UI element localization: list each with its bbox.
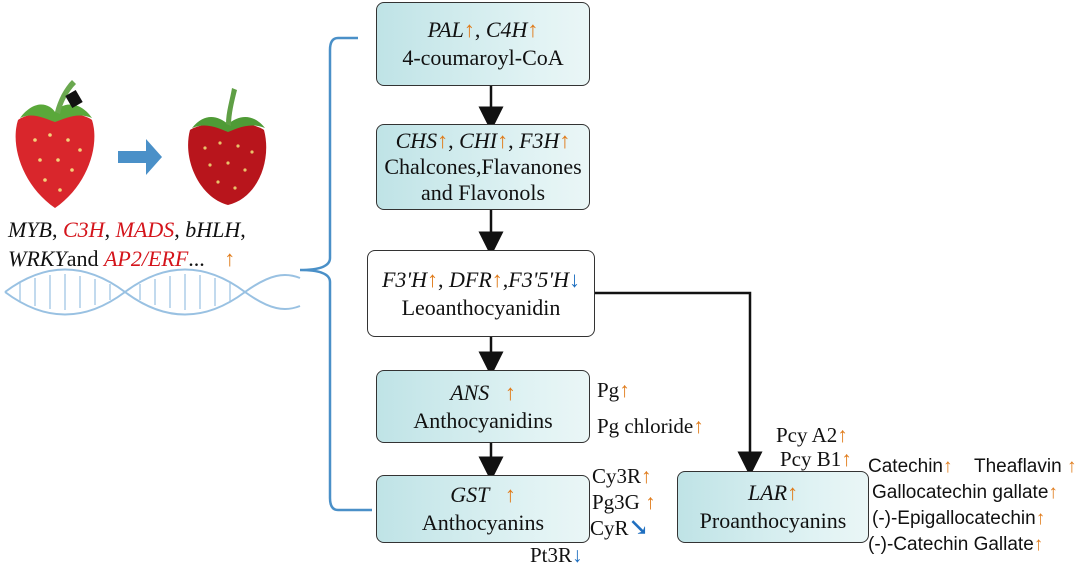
metabolite-theaflavin: Theaflavin ↑ (974, 456, 1077, 477)
box-lar-gene: LAR (747, 480, 788, 505)
box-chs-genes: CHS↑, CHI↑, F3H↑ (395, 128, 571, 153)
up-arrow-icon: ↑ (943, 456, 953, 477)
metabolite-catechin-gallate: (-)-Catechin Gallate↑ (868, 534, 1044, 555)
up-arrow-icon: ↑ (693, 414, 704, 438)
metabolite-pg: Pg↑ (597, 378, 630, 402)
box-f3h-product: Leoanthocyanidin (401, 294, 561, 320)
up-arrow-icon: ↑ (841, 447, 852, 471)
up-arrow-icon: ↑ (1066, 456, 1077, 477)
dna-helix-icon (4, 268, 301, 316)
up-arrow-icon: ↑ (1048, 482, 1058, 503)
down-right-arrow-icon: ↘ (628, 515, 649, 541)
tf-line-1: MYB, C3H, MADS, bHLH, (8, 217, 246, 242)
up-arrow-icon: ↑ (837, 423, 848, 447)
box-gst: GST ↑ Anthocyanins (376, 475, 590, 543)
gene-wrky: WRKY (8, 246, 67, 271)
metabolite-catechin: Catechin↑ (868, 456, 953, 477)
metabolite-gallocatechin-gallate: Gallocatechin gallate↑ (872, 482, 1058, 503)
down-arrow-icon: ↓ (569, 266, 581, 292)
box-f3h-genes: F3'H↑, DFR↑,F3'5'H↓ (381, 266, 581, 292)
metabolite-pcy-a2: Pcy A2↑ (776, 423, 848, 447)
box-gst-gene: GST (450, 482, 490, 507)
box-pal-product: 4-coumaroyl-CoA (402, 45, 564, 70)
tf-up-arrow-icon: ↑ (224, 246, 236, 271)
gene-c3h: C3H (63, 217, 105, 242)
up-arrow-icon: ↑ (437, 128, 449, 153)
gene-bhlh: bHLH (185, 217, 241, 242)
ripening-arrow (118, 139, 162, 175)
up-arrow-icon: ↑ (645, 490, 656, 514)
strawberry-before-icon (15, 80, 95, 208)
up-arrow-icon: ↑ (463, 17, 475, 42)
box-chs-chi-f3h: CHS↑, CHI↑, F3H↑ Chalcones,Flavanones an… (376, 124, 590, 210)
up-arrow-icon: ↑ (787, 480, 799, 505)
up-arrow-icon: ↑ (559, 128, 571, 153)
gene-ap2-erf: AP2/ERF (103, 246, 189, 271)
tf-line-2: WRKYand AP2/ERF... ↑ (8, 246, 236, 271)
up-arrow-icon: ↑ (504, 482, 516, 507)
metabolite-cyr: CyR↘ (590, 515, 649, 541)
box-lar-product: Proanthocyanins (699, 508, 847, 533)
metabolite-pg3g: Pg3G ↑ (592, 490, 656, 514)
gene-myb: MYB (8, 217, 52, 242)
up-arrow-icon: ↑ (527, 17, 539, 42)
strawberry-after-icon (188, 88, 267, 205)
up-arrow-icon: ↑ (1035, 508, 1046, 529)
box-ans: ANS ↑ Anthocyanidins (376, 370, 590, 443)
up-arrow-icon: ↑ (641, 464, 652, 488)
metabolite-pg-chloride: Pg chloride↑ (597, 414, 704, 438)
box-f3h-dfr: F3'H↑, DFR↑,F3'5'H↓ Leoanthocyanidin (367, 250, 595, 337)
box-gst-product: Anthocyanins (421, 510, 545, 535)
box-pal-genes: PAL↑, C4H↑ (427, 17, 539, 42)
up-arrow-icon: ↑ (491, 266, 503, 292)
up-arrow-icon: ↑ (619, 378, 630, 402)
box-ans-gene: ANS (450, 379, 490, 405)
metabolite-epigallocatechin: (-)-Epigallocatechin↑ (872, 508, 1046, 529)
box-chs-product-1: Chalcones,Flavanones (384, 154, 582, 179)
up-arrow-icon: ↑ (497, 128, 509, 153)
up-arrow-icon: ↑ (504, 379, 516, 405)
up-arrow-icon: ↑ (1033, 534, 1044, 555)
gene-mads: MADS (115, 217, 175, 242)
metabolite-pt3r: Pt3R↓ (530, 543, 583, 567)
box-pal-c4h: PAL↑, C4H↑ 4-coumaroyl-CoA (376, 2, 590, 86)
box-chs-product-2: and Flavonols (420, 180, 546, 205)
box-ans-product: Anthocyanidins (413, 407, 553, 433)
metabolite-pcy-b1: Pcy B1↑ (780, 447, 852, 471)
pathway-bracket (299, 36, 372, 512)
arrow-f3h-to-lar (595, 291, 763, 477)
down-arrow-icon: ↓ (572, 543, 583, 567)
box-lar: LAR↑ Proanthocyanins (677, 471, 869, 543)
up-arrow-icon: ↑ (427, 266, 438, 292)
metabolite-cy3r: Cy3R↑ (592, 464, 652, 488)
